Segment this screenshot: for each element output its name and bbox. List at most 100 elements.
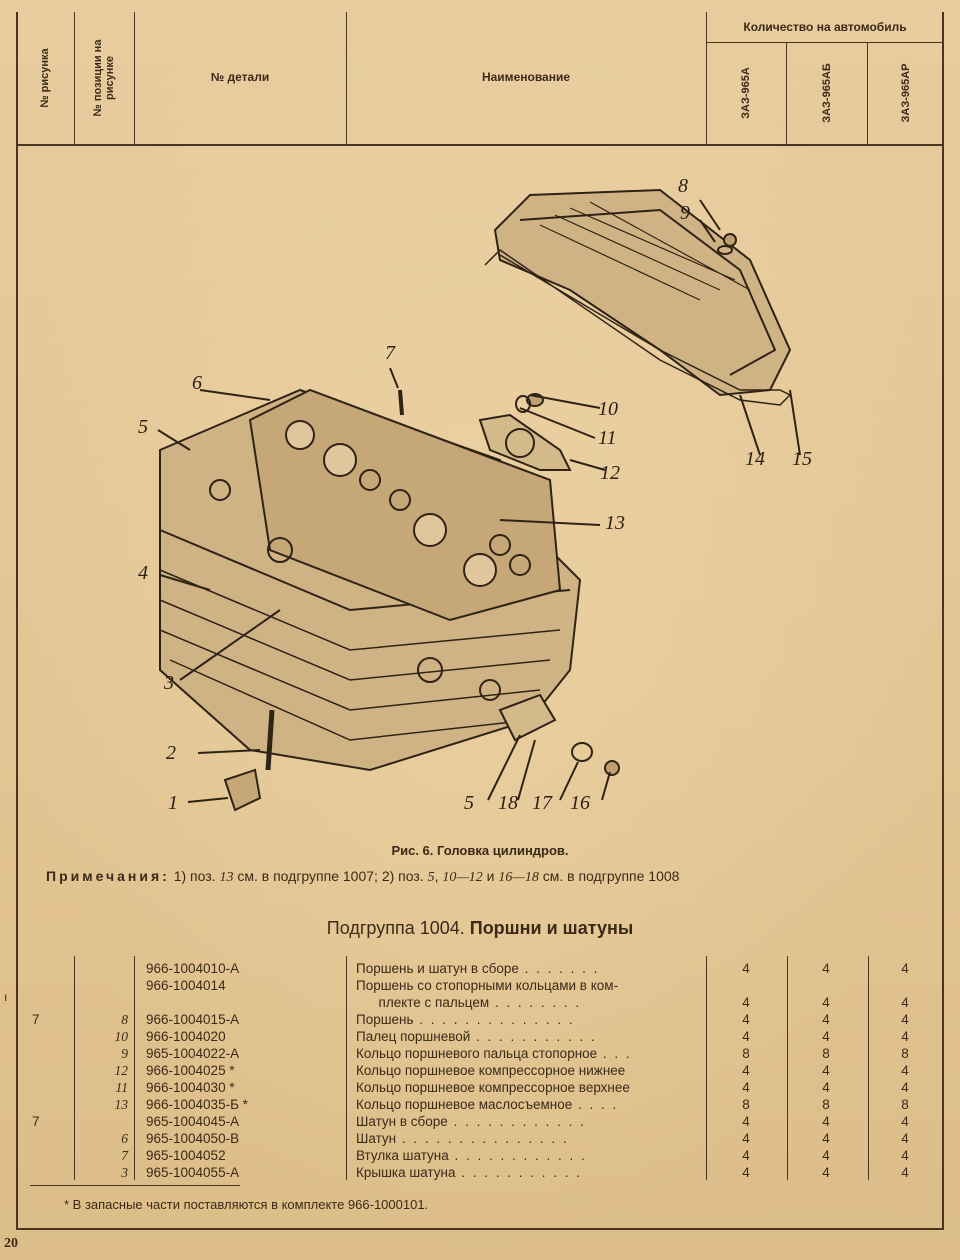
- subgroup-prefix: Подгруппа 1004.: [326, 918, 470, 938]
- row-qty-model-1: 4: [742, 1029, 750, 1044]
- row-name-text: Втулка шатуна: [356, 1148, 449, 1163]
- row-part-number: 966-1004025 *: [146, 1063, 235, 1078]
- subgroup-heading: Подгруппа 1004. Поршни и шатуны: [0, 918, 960, 939]
- row-name-text: Поршень и шатун в сборе: [356, 961, 519, 976]
- callout-18: 18: [498, 792, 518, 814]
- row-part-name: Палец поршневой . . . . . . . . . . .: [356, 1028, 701, 1045]
- subgroup-title: Поршни и шатуны: [469, 918, 634, 938]
- callout-8: 8: [678, 175, 688, 197]
- header-col-figure: № рисунка: [16, 12, 75, 144]
- row-position: 9: [121, 1046, 128, 1061]
- notes-ref-4: 16—18: [498, 870, 539, 885]
- row-part-name: Втулка шатуна . . . . . . . . . . . .: [356, 1147, 701, 1164]
- row-position: 11: [115, 1080, 129, 1095]
- model-2-label: ЗАЗ-965АБ: [821, 63, 833, 123]
- row-qty-model-2: 4: [822, 1114, 830, 1129]
- row-leader-dots: . . . . . . . . . . .: [455, 1165, 582, 1180]
- row-position: 10: [114, 1029, 129, 1044]
- row-part-number: 966-1004030 *: [146, 1080, 235, 1095]
- row-qty-model-3: 4: [901, 995, 909, 1010]
- row-qty-model-3: 4: [901, 1029, 909, 1044]
- row-qty-model-3: 4: [901, 1012, 909, 1027]
- callout-7: 7: [385, 342, 395, 364]
- row-part-name: Крышка шатуна . . . . . . . . . . .: [356, 1164, 701, 1181]
- row-name-text: Палец поршневой: [356, 1029, 471, 1044]
- row-qty-model-1: 4: [742, 1080, 750, 1095]
- row-position: 3: [121, 1165, 128, 1180]
- callout-14: 14: [745, 448, 765, 470]
- row-qty-model-1: 8: [742, 1046, 750, 1061]
- row-name-text: Кольцо поршневое компрессорное верхнее: [356, 1080, 630, 1095]
- row-part-number: 965-1004052: [146, 1148, 226, 1163]
- row-position: 13: [114, 1097, 129, 1112]
- notes-ref-2: 5: [427, 870, 435, 885]
- callout-5-top: 5: [138, 416, 148, 438]
- row-qty-model-1: 4: [742, 961, 750, 976]
- row-part-name: плекте с пальцем . . . . . . . .: [356, 994, 701, 1011]
- row-qty-model-2: 4: [822, 1080, 830, 1095]
- notes-text-4: и: [482, 868, 499, 884]
- row-qty-model-2: 4: [822, 1131, 830, 1146]
- row-name-text: Кольцо поршневого пальца стопорное: [356, 1046, 598, 1061]
- figure-caption: Рис. 6. Головка цилиндров.: [391, 843, 569, 858]
- row-qty-model-2: 8: [822, 1097, 830, 1112]
- row-leader-dots: . . . . . . . .: [489, 995, 582, 1010]
- footnote: * В запасные части поставляются в компле…: [64, 1197, 429, 1212]
- row-position: 7: [121, 1148, 128, 1163]
- callout-17: 17: [532, 792, 552, 814]
- callout-10: 10: [598, 398, 618, 420]
- row-name-text: Шатун в сборе: [356, 1114, 448, 1129]
- callout-12: 12: [600, 462, 620, 484]
- row-part-name: Поршень . . . . . . . . . . . . . .: [356, 1011, 701, 1028]
- row-qty-model-2: 4: [822, 961, 830, 976]
- header-quantity-title: Количество на автомобиль: [706, 12, 944, 43]
- table-header: № рисунка № позиции на рисунке № детали …: [16, 12, 944, 146]
- callout-4: 4: [138, 562, 148, 584]
- row-part-name: Кольцо поршневое компрессорное нижнее: [356, 1062, 701, 1079]
- row-position: 12: [114, 1063, 129, 1078]
- cylinder-head-drawing: [157, 188, 801, 812]
- row-qty-model-3: 4: [901, 1063, 909, 1078]
- row-part-name: Шатун . . . . . . . . . . . . . . .: [356, 1130, 701, 1147]
- notes-text-5: см. в подгруппе 1008: [538, 868, 680, 884]
- row-qty-model-2: 4: [822, 1029, 830, 1044]
- row-name-text: Поршень со стопорными кольцами в ком-: [356, 978, 619, 993]
- row-name-text: Кольцо поршневое маслосъемное: [356, 1097, 573, 1112]
- row-part-number: 966-1004035-Б *: [146, 1097, 248, 1112]
- row-leader-dots: . . .: [597, 1046, 632, 1061]
- row-qty-model-2: 4: [822, 995, 830, 1010]
- row-name-text: плекте с пальцем: [356, 995, 490, 1010]
- col-divider: [74, 956, 75, 1180]
- header-model-3: ЗАЗ-965АР: [868, 42, 944, 144]
- model-1-label: ЗАЗ-965А: [740, 67, 752, 119]
- callout-3: 3: [164, 672, 174, 694]
- col-divider: [868, 956, 869, 1180]
- row-part-name: Шатун в сборе . . . . . . . . . . . .: [356, 1113, 701, 1130]
- row-qty-model-1: 4: [742, 1148, 750, 1163]
- model-3-label: ЗАЗ-965АР: [900, 63, 912, 123]
- header-col-name: Наименование: [346, 12, 707, 144]
- callout-2: 2: [166, 742, 176, 764]
- header-model-1: ЗАЗ-965А: [706, 42, 787, 144]
- col-divider: [787, 956, 788, 1180]
- row-name-text: Кольцо поршневое компрессорное нижнее: [356, 1063, 626, 1078]
- row-qty-model-2: 4: [822, 1148, 830, 1163]
- callout-9: 9: [680, 202, 690, 224]
- row-figure-number: 7: [32, 1114, 40, 1129]
- row-part-number: 966-1004010-А: [146, 961, 240, 976]
- notes-ref-1: 13: [219, 870, 234, 885]
- row-part-number: 966-1004020: [146, 1029, 226, 1044]
- row-position: 6: [121, 1131, 128, 1146]
- col-divider: [706, 956, 707, 1180]
- notes-text-1: 1) поз.: [169, 868, 220, 884]
- row-leader-dots: . . . . . . . . . . . .: [447, 1114, 586, 1129]
